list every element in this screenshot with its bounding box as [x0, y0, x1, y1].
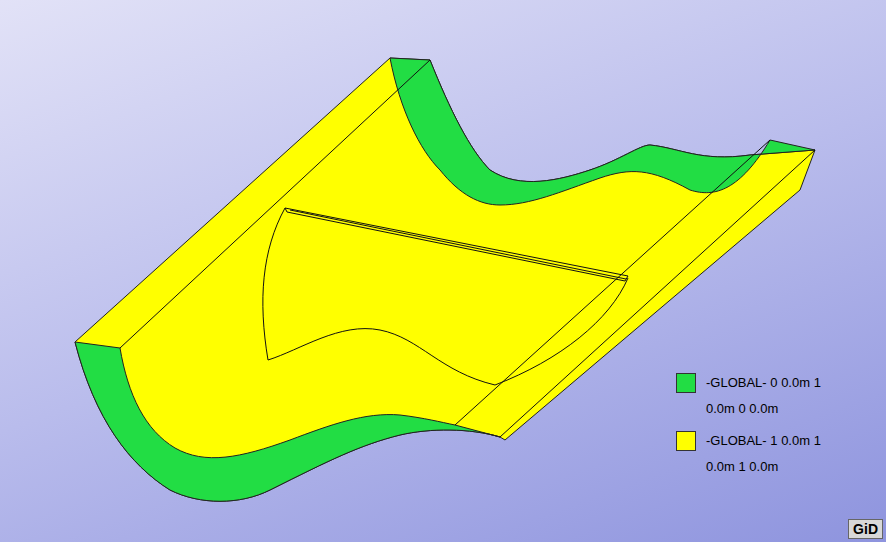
end-face — [75, 342, 500, 501]
legend-row: -GLOBAL- 1 0.0m 1 0.0m 1 0.0m — [676, 428, 834, 480]
legend-text: -GLOBAL- 0 0.0m 1 0.0m 0 0.0m — [706, 370, 834, 422]
legend-swatch — [676, 431, 696, 451]
legend-swatch — [676, 373, 696, 393]
logo: GiD — [848, 519, 883, 539]
legend-text: -GLOBAL- 1 0.0m 1 0.0m 1 0.0m — [706, 428, 834, 480]
side-surface — [75, 58, 815, 501]
legend-row: -GLOBAL- 0 0.0m 1 0.0m 0 0.0m — [676, 370, 834, 422]
legend: -GLOBAL- 0 0.0m 1 0.0m 0 0.0m -GLOBAL- 1 … — [676, 370, 834, 486]
end-face — [390, 58, 815, 205]
